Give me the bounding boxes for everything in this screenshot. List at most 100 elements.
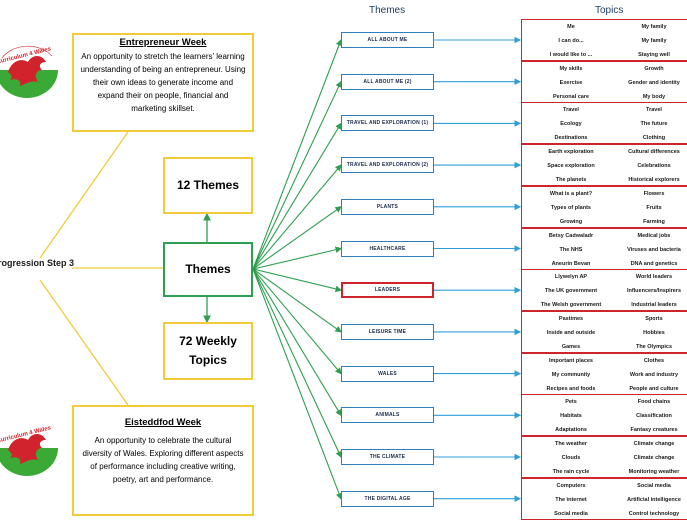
topic-row: Llywelyn AP World leaders [522,270,687,284]
topic-item[interactable]: Growth [644,65,664,72]
topic-item[interactable]: Pets [565,399,577,406]
topic-item[interactable]: Clothes [643,357,665,364]
theme-connector [252,206,342,270]
topic-item[interactable]: Fruits [646,204,662,211]
topic-item[interactable]: My body [642,93,666,100]
topic-item[interactable]: Growing [559,218,583,225]
topic-item[interactable]: Medical jobs [637,232,671,239]
topic-item[interactable]: Computers [556,482,586,489]
theme-connector [252,38,343,270]
topic-item[interactable]: Betsy Cadwaladr [548,232,594,239]
topic-item[interactable]: Celebrations [637,163,671,170]
topic-item[interactable]: Gender and identity [628,79,680,86]
topic-row: I would like to ... Staying well [522,48,687,62]
theme-all-about-me-2[interactable]: All About Me (2) [341,73,434,90]
theme-travel-and-exploration-2[interactable]: Travel and Exploration (2) [341,157,434,174]
topic-item[interactable]: Earth exploration [548,149,594,156]
theme-the-climate[interactable]: The Climate [341,449,434,465]
theme-travel-and-exploration-1[interactable]: Travel and Exploration (1) [341,115,434,132]
theme-the-digital-age[interactable]: The Digital Age [341,490,434,507]
topic-item[interactable]: Climate change [633,455,675,461]
theme-connector [252,122,342,270]
topic-item[interactable]: Destinations [554,135,588,142]
topic-item[interactable]: The internet [555,496,587,503]
topic-item[interactable]: Artificial intelligence [627,496,681,503]
topic-item[interactable]: Pastimes [558,315,584,322]
topic-item[interactable]: Influencers/Inspirers [626,288,682,295]
topic-item[interactable]: The rain cycle [552,469,590,475]
topic-item[interactable]: Clouds [561,455,581,461]
topic-item[interactable]: Games [561,343,581,350]
topic-row: Habitats Classification [522,409,687,423]
topic-item[interactable]: Exercise [559,79,583,86]
topic-item[interactable]: The weather [554,441,588,447]
theme-connector [252,268,342,417]
topic-item[interactable]: My family [641,38,667,44]
topic-item[interactable]: Climate change [633,441,675,447]
topic-item[interactable]: Farming [643,218,665,225]
topic-item[interactable]: Habitats [560,413,582,420]
topic-item[interactable]: Personal care [552,93,590,100]
topic-item[interactable]: Me [567,24,575,30]
theme-plants[interactable]: Plants [341,198,434,215]
topic-item[interactable]: Cultural differences [628,149,680,156]
topic-item[interactable]: Viruses and bacteria [627,246,681,253]
topic-item[interactable]: The planets [555,177,587,184]
topic-item[interactable]: Work and industry [629,371,679,378]
topic-item[interactable]: Social media [637,482,671,489]
topic-item[interactable]: My family [641,24,667,30]
topic-item[interactable]: Aneurin Bevan [551,260,591,267]
topic-item[interactable]: My community [551,371,591,378]
topic-item[interactable]: Important places [548,357,593,364]
topic-item[interactable]: I would like to ... [549,52,593,58]
topic-item[interactable]: My skills [559,65,583,72]
topic-item[interactable]: Travel [563,107,579,114]
twelve-themes-label: 12 Themes [176,178,240,192]
topic-item[interactable]: Fantasy creatures [630,427,678,434]
theme-wales[interactable]: Wales [341,365,434,382]
topic-item[interactable]: Adaptations [555,427,587,434]
curriculum-logo-top [0,40,62,98]
theme-connector [252,164,342,270]
topic-item[interactable]: Recipes and foods [546,385,596,392]
topic-item[interactable]: Social media [554,510,588,517]
topic-item[interactable]: Hobbies [643,329,665,336]
topic-item[interactable]: The Welsh government [540,302,602,309]
topic-item[interactable]: Historical explorers [628,177,680,184]
topic-item[interactable]: Sports [645,315,663,322]
topic-item[interactable]: Inside and outside [546,329,596,336]
theme-leisure-time[interactable]: Leisure Time [341,323,434,340]
theme-leaders[interactable]: Leaders [341,282,434,299]
topic-item[interactable]: DNA and genetics [630,260,678,267]
topic-item[interactable]: Clothing [642,135,666,142]
theme-all-about-me[interactable]: All About Me [341,32,434,48]
theme-connector [252,268,342,458]
topic-item[interactable]: Monitoring weather [628,469,680,475]
topic-item[interactable]: I can do... [558,38,584,44]
topic-item[interactable]: Llywelyn AP [554,274,588,281]
topic-item[interactable]: The NHS [559,246,583,253]
theme-connector [252,268,342,333]
topic-item[interactable]: Flowers [643,190,665,197]
topic-item[interactable]: Space exploration [547,163,595,170]
topic-item[interactable]: Industrial leaders [631,302,677,309]
topic-item[interactable]: The UK government [544,288,598,295]
topic-item[interactable]: Staying well [638,52,670,58]
topic-row: Important places Clothes [522,354,687,368]
topic-item[interactable]: Food chains [637,399,671,406]
topic-item[interactable]: People and culture [629,385,679,392]
topic-item[interactable]: The Olympics [635,343,673,350]
topic-item[interactable]: Types of plants [551,204,591,211]
topic-item[interactable]: Ecology [560,121,582,128]
topic-item[interactable]: The future [640,121,668,128]
theme-healthcare[interactable]: Healthcare [341,240,434,257]
topic-item[interactable]: What is a plant? [549,190,593,197]
topic-item[interactable]: Travel [646,107,662,114]
topic-item[interactable]: World leaders [635,274,673,281]
theme-connector [252,246,343,270]
topic-item[interactable]: Classification [636,413,672,420]
topic-item[interactable]: Control technology [628,510,680,517]
theme-animals[interactable]: Animals [341,407,434,424]
